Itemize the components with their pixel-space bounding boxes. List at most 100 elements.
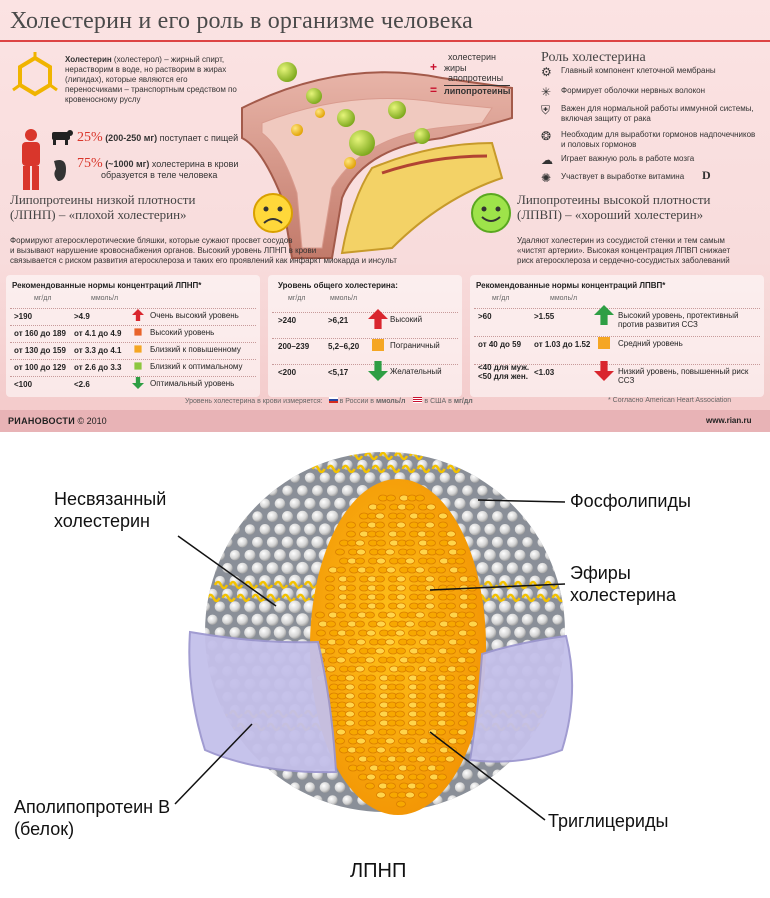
cholesterol-ester-molecule	[396, 530, 406, 538]
phospholipid-head	[552, 563, 563, 573]
cholesterol-ester-molecule	[446, 584, 456, 592]
phospholipid-head	[236, 588, 249, 600]
phospholipid-head	[274, 498, 286, 509]
cholesterol-ester-molecule	[415, 566, 425, 574]
phospholipid-head	[205, 601, 210, 612]
cholesterol-ester-molecule	[395, 719, 405, 727]
lipoprotein-formula: холестерин +жиры апопротеины =липопротеи…	[430, 52, 511, 97]
free-cholesterol-molecule	[288, 580, 304, 590]
level-label: Очень высокий уровень	[150, 311, 239, 320]
free-cholesterol-molecule	[498, 580, 514, 590]
phospholipid-head	[349, 472, 361, 484]
vitamin-icon: ✺	[541, 171, 552, 185]
brand: РИАНОВОСТИ © 2010	[8, 416, 107, 426]
free-cholesterol-molecule	[386, 464, 401, 474]
cholesterol-ester-molecule	[426, 746, 436, 754]
value-mgdl: от 40 до 59	[478, 340, 522, 349]
phospholipid-head	[312, 795, 323, 806]
phospholipid-head	[521, 614, 534, 626]
phospholipid-head	[514, 626, 526, 639]
cholesterol-ester-molecule	[425, 575, 435, 583]
phospholipid-head	[537, 614, 548, 626]
role-text: Главный компонент клеточной мембраны	[561, 66, 716, 75]
phospholipid-head	[282, 485, 293, 496]
phospholipid-head	[454, 472, 466, 483]
cholesterol-ester-molecule	[356, 638, 366, 646]
ldl-particle-illustration	[174, 452, 574, 821]
free-cholesterol-molecule	[506, 593, 521, 603]
phospholipid-head	[372, 459, 383, 471]
infographic: Холестерин и его роль в организме челове…	[0, 0, 770, 432]
cholesterol-ester-molecule	[425, 593, 435, 601]
free-cholesterol-molecule	[446, 464, 461, 474]
phospholipid-head	[266, 613, 279, 626]
cholesterol-ester-molecule	[386, 782, 396, 790]
value-mgdl: <40 для муж. <50 для жен.	[478, 363, 530, 381]
cholesterol-ester-molecule	[416, 683, 426, 691]
cholesterol-ester-molecule	[416, 629, 426, 637]
cholesterol-ester-molecule	[396, 521, 406, 529]
cholesterol-ester-molecule	[365, 782, 375, 790]
cholesterol-ester-molecule	[438, 512, 448, 520]
phospholipid-head	[477, 511, 488, 522]
level-label: Пограничный	[390, 341, 440, 350]
label-triglycerides: Триглицериды	[548, 811, 669, 831]
phospholipid-head	[483, 626, 497, 639]
value-mgdl: >60	[478, 312, 492, 321]
cholesterol-ester-molecule	[426, 539, 436, 547]
cholesterol-ester-molecule	[325, 593, 335, 601]
cholesterol-ester-molecule	[396, 575, 406, 583]
phospholipid-head	[296, 510, 309, 523]
cholesterol-ester-molecule	[425, 647, 435, 655]
cholesterol-ester-molecule	[376, 665, 386, 673]
cholesterol-ester-molecule	[325, 647, 335, 655]
phospholipid-head	[365, 452, 375, 457]
body-share: 75% (~1000 мг) холестерина в крови образ…	[77, 156, 239, 181]
value-mgdl: 200–239	[278, 342, 310, 351]
cholesterol-ester-molecule	[436, 656, 446, 664]
phospholipid-head	[237, 511, 248, 522]
phospholipid-head	[560, 601, 565, 612]
cholesterol-ester-molecule	[435, 638, 445, 646]
table-row-divider	[10, 308, 256, 309]
cholesterol-ester-molecule	[467, 647, 477, 655]
blood-vessel-illustration	[241, 62, 513, 259]
cholesterol-ester-molecule	[406, 764, 416, 772]
cholesterol-ester-molecule	[446, 647, 456, 655]
label-free-cholesterol: Несвязанный холестерин	[54, 489, 167, 531]
cholesterol-ester-molecule	[467, 575, 477, 583]
phospholipid-head	[477, 485, 488, 496]
cholesterol-ester-molecule	[395, 629, 405, 637]
cholesterol-ester-molecule	[469, 638, 479, 646]
cholesterol-ester-molecule	[466, 692, 476, 700]
cholesterol-ester-molecule	[405, 557, 415, 565]
phospholipid-head	[492, 769, 503, 780]
phospholipid-head	[342, 459, 353, 471]
cholesterol-ester-molecule	[385, 548, 395, 556]
usa-flag-icon	[413, 397, 423, 403]
cholesterol-ester-molecule	[415, 782, 425, 790]
cholesterol-ester-molecule	[356, 548, 366, 556]
cholesterol-ester-molecule	[396, 593, 406, 601]
cholesterol-ester-molecule	[467, 593, 477, 601]
total-cholesterol-table: Уровень общего холестерина: мг/дл ммоль/…	[268, 275, 462, 397]
cholesterol-ester-molecule	[445, 755, 455, 763]
level-square-icon	[134, 362, 142, 370]
cholesterol-ester-molecule	[445, 710, 455, 718]
cholesterol-ester-molecule	[466, 683, 476, 691]
cholesterol-ester-molecule	[366, 755, 376, 763]
phospholipid-head	[252, 536, 263, 548]
phospholipid-head	[251, 613, 264, 626]
phospholipid-head	[297, 485, 308, 496]
phospholipid-head	[327, 459, 338, 470]
free-cholesterol-molecule	[273, 580, 289, 590]
phospholipid-head	[507, 536, 518, 548]
phospholipid-head	[364, 472, 376, 484]
cholesterol-ester-molecule	[396, 584, 406, 592]
cholesterol-ester-molecule	[375, 512, 385, 520]
level-label: Высокий уровень	[150, 328, 215, 337]
phospholipid-head	[560, 627, 565, 638]
phospholipid-head	[506, 562, 519, 574]
cholesterol-ester-molecule	[346, 602, 356, 610]
value-mmol: 5,2–6,20	[328, 342, 360, 351]
